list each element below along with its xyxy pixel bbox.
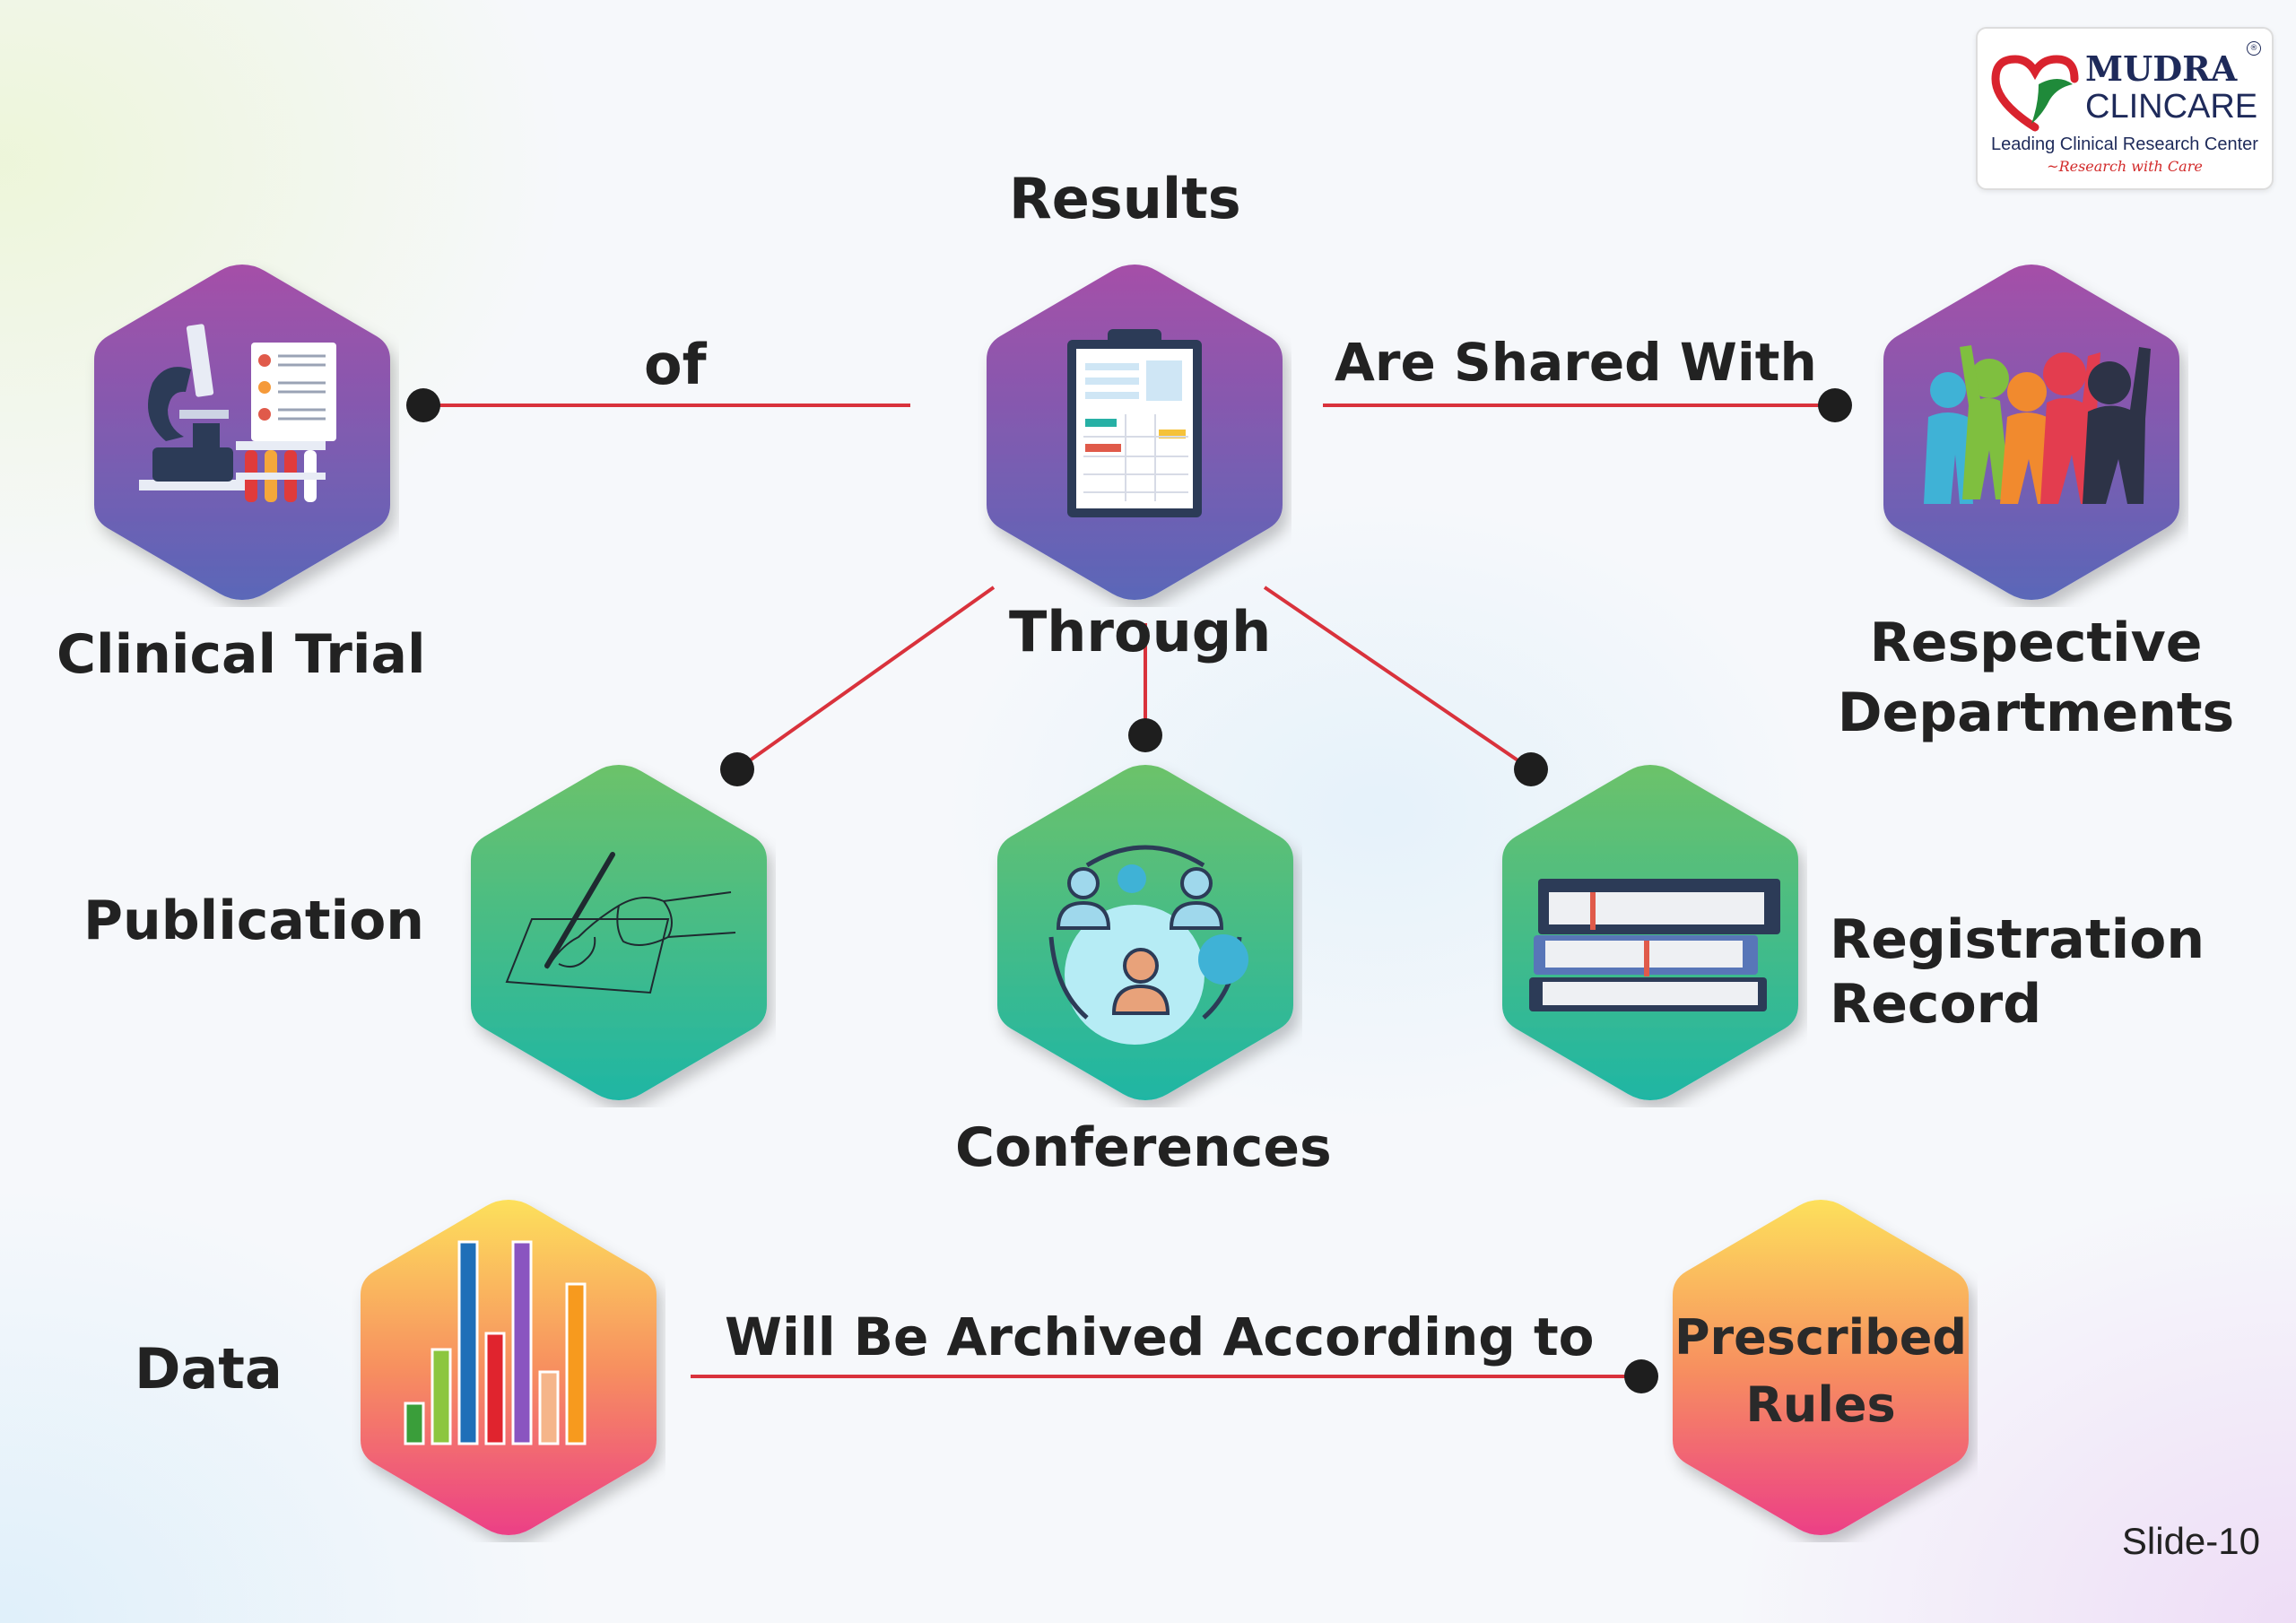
hex-data [352, 1193, 665, 1542]
label-data: Data [135, 1336, 283, 1402]
label-clinical-trial: Clinical Trial [57, 623, 426, 686]
dot-conferences [1128, 718, 1162, 752]
logo-registered-mark: ® [2247, 41, 2261, 56]
label-of: of [644, 332, 707, 397]
label-through: Through [1009, 599, 1272, 664]
people-icon [1924, 345, 2151, 504]
dot-publication [720, 752, 754, 786]
label-respective: Respective [1869, 612, 2203, 674]
label-shared-with: Are Shared With [1335, 332, 1817, 393]
bar-chart-icon [404, 1240, 587, 1445]
logo-name-line1: MUDRA [2085, 48, 2238, 89]
hex-departments [1874, 257, 2188, 607]
hex-results [978, 257, 1292, 607]
label-registration: Registration [1830, 908, 2205, 971]
logo-subtagline: ~Research with Care [2047, 158, 2203, 175]
dot-prescribed [1624, 1359, 1658, 1393]
hex-conferences [988, 758, 1302, 1107]
microscope-icon [139, 324, 336, 502]
hex-registration [1493, 758, 1807, 1107]
slide-number: Slide-10 [2121, 1520, 2260, 1562]
dot-clinical [406, 388, 440, 422]
label-publication: Publication [83, 890, 425, 952]
logo-name-line2: CLINCARE [2085, 88, 2258, 126]
connector-publication [735, 586, 996, 771]
hex-publication [462, 758, 776, 1107]
heart-logo-icon [1991, 55, 2079, 132]
books-icon [1529, 879, 1780, 1011]
prescribed-line2: Rules [1745, 1376, 1896, 1433]
writing-hand-icon [505, 852, 736, 994]
clipboard-icon [1067, 329, 1202, 517]
label-conferences: Conferences [955, 1116, 1332, 1179]
hex-clinical-trial [85, 257, 399, 607]
brand-logo: MUDRA ® CLINCARE Leading Clinical Resear… [1976, 27, 2274, 190]
logo-tagline: Leading Clinical Research Center [1991, 135, 2258, 154]
connector-registration [1263, 586, 1533, 771]
prescribed-line1: Prescribed [1674, 1309, 1968, 1366]
dot-departments [1818, 388, 1852, 422]
label-results: Results [1009, 166, 1241, 231]
meeting-icon [1048, 845, 1248, 1045]
label-departments: Departments [1837, 681, 2235, 744]
hex-prescribed-rules: Prescribed Rules [1664, 1193, 1978, 1542]
label-record: Record [1830, 973, 2042, 1036]
dot-registration [1514, 752, 1548, 786]
label-archived: Will Be Archived According to [725, 1306, 1595, 1367]
